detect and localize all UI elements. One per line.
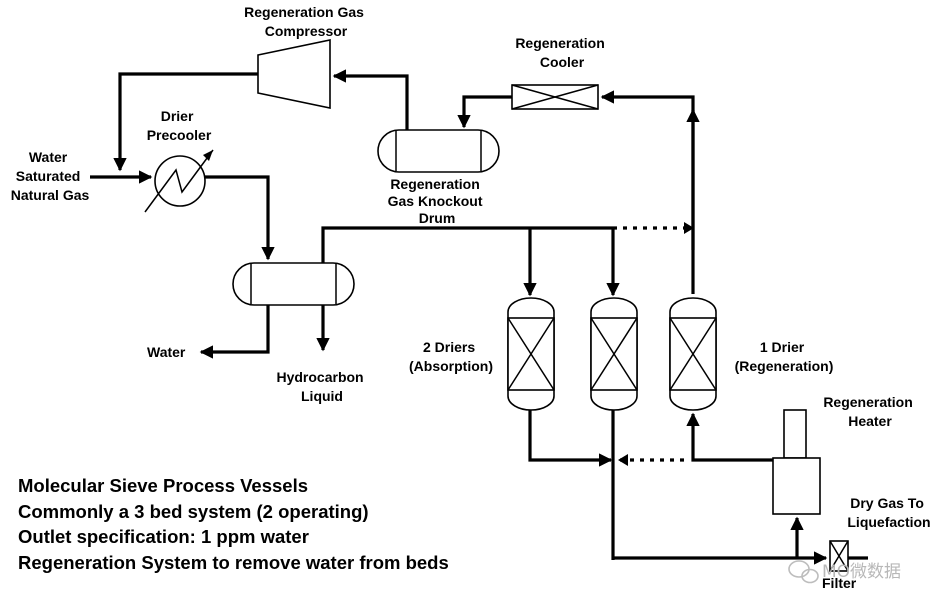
knockout-drum (377, 129, 500, 173)
dry-gas-label: Dry Gas To Liquefaction (847, 495, 930, 530)
process-notes: Molecular Sieve Process Vessels Commonly… (18, 475, 449, 573)
knockout-drum-label: Regeneration Gas Knockout Drum (388, 176, 487, 226)
regeneration-gas-compressor (257, 39, 331, 109)
precooler-label: Drier Precooler (147, 108, 212, 143)
drier-vessel-2 (590, 297, 638, 411)
inlet-separator (232, 262, 355, 306)
drier-precooler (144, 149, 214, 213)
cooler-label: Regeneration Cooler (515, 35, 608, 70)
watermark-text: MO微数据 (822, 562, 901, 582)
drier-vessel-regeneration (669, 297, 717, 411)
filter-label: Filter (822, 575, 857, 591)
regeneration-cooler (511, 84, 599, 110)
one-drier-label: 1 Drier (Regeneration) (735, 339, 834, 374)
water-out-label: Water (147, 344, 186, 360)
drier-vessel-1 (507, 297, 555, 411)
two-driers-label: 2 Driers (Absorption) (409, 339, 493, 374)
watermark: MO微数据 (788, 560, 901, 584)
hydrocarbon-label: Hydrocarbon Liquid (276, 369, 367, 404)
feed-gas-label: Water Saturated Natural Gas (11, 149, 90, 203)
regeneration-heater (772, 409, 821, 515)
heater-label: Regeneration Heater (823, 394, 916, 429)
process-lines (90, 69, 868, 565)
filter (829, 540, 849, 572)
compressor-label: Regeneration Gas Compressor (244, 4, 368, 39)
chat-bubble-icon (788, 560, 819, 584)
